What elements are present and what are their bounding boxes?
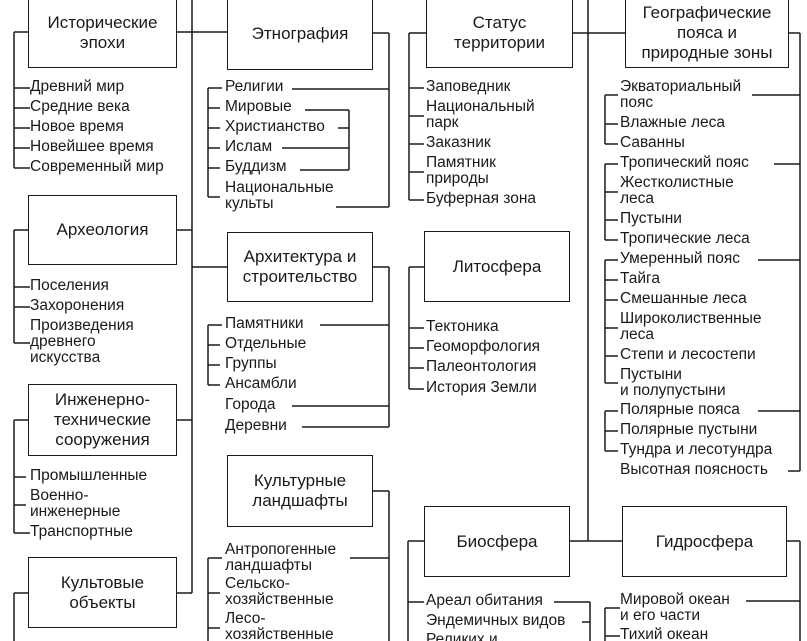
- list-item: Тропический пояс: [620, 154, 751, 171]
- list-item: Высотная поясность: [620, 461, 770, 478]
- list-item: Жестколистные леса: [620, 174, 736, 207]
- list-item: Деревни: [225, 417, 289, 434]
- list-item: Отдельные: [225, 335, 309, 352]
- list-item: История Земли: [426, 379, 539, 396]
- list-item: Заказник: [426, 134, 493, 151]
- list-item: Экваториальный пояс: [620, 78, 744, 111]
- box-biosphere: Биосфера: [424, 506, 570, 577]
- list-item: Сельско- хозяйственные: [225, 575, 336, 608]
- list-item: Современный мир: [30, 158, 166, 175]
- list-item: Буддизм: [225, 158, 289, 175]
- list-item: Пустыни: [620, 210, 684, 227]
- list-item: Военно- инженерные: [30, 487, 123, 520]
- list-item: Религии: [225, 78, 286, 95]
- list-item: Мировой океан и его части: [620, 591, 732, 624]
- list-item: Широколиственные леса: [620, 310, 764, 343]
- list-item: Средние века: [30, 98, 132, 115]
- list-item: Мировые: [225, 98, 294, 115]
- list-item: Национальный парк: [426, 98, 537, 131]
- box-lithosphere: Литосфера: [424, 231, 570, 302]
- list-item: Эндемичных видов: [426, 612, 568, 629]
- list-item: Христианство: [225, 118, 327, 135]
- list-item: Саванны: [620, 134, 687, 151]
- list-item: Древний мир: [30, 78, 127, 95]
- box-cult-objects: Культовые объекты: [28, 557, 177, 628]
- list-item: Тундра и лесотундра: [620, 441, 775, 458]
- box-archaeology: Археология: [28, 195, 177, 265]
- box-hydrosphere: Гидросфера: [622, 506, 787, 577]
- list-item: Произведения древнего искусства: [30, 317, 136, 366]
- list-item: Антропогенные ландшафты: [225, 541, 339, 574]
- list-item: Геоморфология: [426, 338, 543, 355]
- box-ethnography: Этнография: [227, 0, 373, 70]
- list-item: Промышленные: [30, 467, 150, 484]
- list-item: Лесо- хозяйственные: [225, 610, 336, 641]
- list-item: Захоронения: [30, 297, 127, 314]
- list-item: Умеренный пояс: [620, 250, 743, 267]
- box-geographic-zones: Географические пояса и природные зоны: [625, 0, 789, 68]
- list-item: Ансамбли: [225, 375, 299, 392]
- list-item: Степи и лесостепи: [620, 346, 758, 363]
- list-item: Пустыни и полупустыни: [620, 366, 728, 399]
- list-item: Памятники: [225, 315, 306, 332]
- list-item: Тропические леса: [620, 230, 752, 247]
- list-item: Ареал обитания: [426, 592, 545, 609]
- list-item: Палеонтология: [426, 358, 539, 375]
- list-item: Полярные пояса: [620, 401, 742, 418]
- list-item: Новейшее время: [30, 138, 156, 155]
- list-item: Заповедник: [426, 78, 513, 95]
- list-item: Влажные леса: [620, 114, 728, 131]
- list-item: Тихий океан: [620, 626, 711, 641]
- list-item: Города: [225, 396, 278, 413]
- list-item: Тайга: [620, 270, 662, 287]
- list-item: Группы: [225, 355, 279, 372]
- list-item: Национальные культы: [225, 179, 336, 212]
- list-item: Буферная зона: [426, 190, 539, 207]
- list-item: Реликих и: [426, 632, 500, 641]
- list-item: Новое время: [30, 118, 126, 135]
- list-item: Памятник природы: [426, 154, 498, 187]
- list-item: Ислам: [225, 138, 275, 155]
- list-item: Транспортные: [30, 523, 135, 540]
- box-engineering: Инженерно- технические сооружения: [28, 384, 177, 456]
- list-item: Смешанные леса: [620, 290, 749, 307]
- list-item: Полярные пустыни: [620, 421, 760, 438]
- box-historical-epochs: Исторические эпохи: [28, 0, 177, 68]
- box-cultural-landscapes: Культурные ландшафты: [227, 455, 373, 527]
- box-architecture: Архитектура и строительство: [227, 232, 373, 302]
- list-item: Тектоника: [426, 318, 501, 335]
- list-item: Поселения: [30, 277, 111, 294]
- box-territory-status: Статус территории: [426, 0, 573, 68]
